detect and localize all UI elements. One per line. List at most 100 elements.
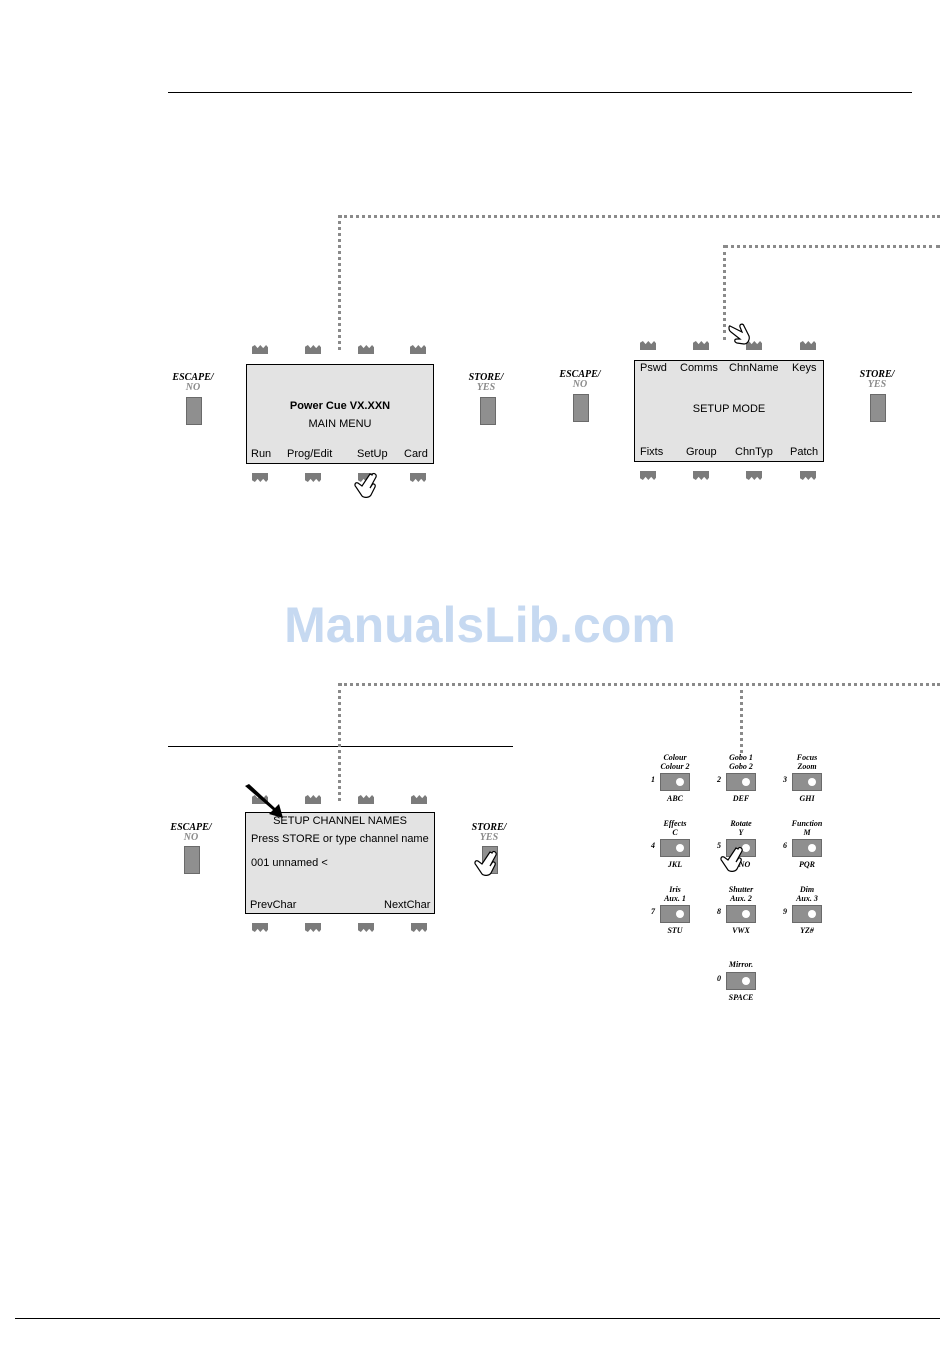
escape-label: ESCAPE/ NO — [161, 823, 221, 843]
keypad-key-9[interactable] — [792, 905, 822, 923]
top-softkey-comms[interactable] — [693, 341, 709, 350]
lcd-version: Power Cue VX.XXN — [289, 400, 391, 412]
key-4-letters: JKL — [667, 860, 683, 869]
store-label-sub: YES — [867, 379, 887, 390]
store-label-main: STORE/ — [468, 372, 504, 383]
softkey-label-setup: SetUp — [357, 448, 388, 460]
top-softkey-1[interactable] — [252, 345, 268, 354]
lcd-channel-names: SETUP CHANNEL NAMES Press STORE or type … — [245, 812, 435, 914]
key-indicator-icon — [808, 778, 816, 786]
key-6-function-line1: Function — [791, 819, 823, 828]
top-softkey-keys[interactable] — [800, 341, 816, 350]
key-7-letters: STU — [667, 926, 683, 935]
bottom-softkey-setup[interactable] — [358, 473, 374, 482]
store-label-main: STORE/ — [471, 822, 507, 833]
top-softkey-3[interactable] — [358, 795, 374, 804]
key-indicator-icon — [676, 778, 684, 786]
bottom-softkey-2[interactable] — [305, 923, 321, 932]
softkey-label-prevchar: PrevChar — [250, 899, 297, 911]
key-5-function-line2: Y — [738, 828, 744, 837]
keypad-key-4[interactable] — [660, 839, 690, 857]
key-3-letters: GHI — [799, 794, 815, 803]
softkey-label-group: Group — [686, 446, 717, 458]
key-4-function-line2: C — [672, 828, 678, 837]
store-button[interactable] — [480, 397, 496, 425]
key-3-number: 3 — [783, 775, 787, 784]
key-9-number: 9 — [783, 907, 787, 916]
top-softkey-2[interactable] — [305, 345, 321, 354]
bottom-softkey-3[interactable] — [358, 923, 374, 932]
key-1-letters: ABC — [666, 794, 683, 803]
keypad-key-1[interactable] — [660, 773, 690, 791]
key-9-function-line2: Aux. 3 — [796, 894, 818, 903]
bottom-softkey-run[interactable] — [252, 473, 268, 482]
lcd-main-menu-title: MAIN MENU — [308, 418, 372, 430]
bottom-softkey-prevchar[interactable] — [252, 923, 268, 932]
escape-label-sub: NO — [183, 832, 199, 843]
lcd-setup-mode-title: SETUP MODE — [692, 403, 766, 415]
lcd-channel-name-value: 001 unnamed < — [251, 857, 328, 869]
connector-mid-horizontal — [724, 245, 940, 248]
top-softkey-1[interactable] — [252, 795, 268, 804]
key-6-function-line2: M — [803, 828, 811, 837]
key-9-letters: YZ# — [800, 926, 814, 935]
connector-keypad-vertical — [740, 683, 743, 753]
bottom-softkey-prog-edit[interactable] — [305, 473, 321, 482]
softkey-label-card: Card — [404, 448, 428, 460]
escape-button[interactable] — [184, 846, 200, 874]
keypad-key-0[interactable] — [726, 972, 756, 990]
softkey-label-nextchar: NextChar — [384, 899, 431, 911]
store-label: STORE/ YES — [459, 823, 519, 843]
softkey-label-chntyp: ChnTyp — [735, 446, 773, 458]
bottom-rule — [15, 1318, 940, 1319]
softkey-label-comms: Comms — [680, 362, 718, 374]
key-5-letters: MNO — [731, 860, 751, 869]
key-8-number: 8 — [717, 907, 721, 916]
pointing-hand-icon — [354, 472, 377, 498]
keypad-key-6[interactable] — [792, 839, 822, 857]
pointing-hand-icon — [728, 323, 750, 345]
bottom-softkey-chntyp[interactable] — [746, 471, 762, 480]
keypad-key-2[interactable] — [726, 773, 756, 791]
softkey-label-run: Run — [251, 448, 272, 460]
key-8-letters: VWX — [732, 926, 750, 935]
top-softkey-3[interactable] — [358, 345, 374, 354]
top-softkey-chnname[interactable] — [746, 341, 762, 350]
key-5-number: 5 — [717, 841, 721, 850]
store-label-sub: YES — [476, 382, 496, 393]
bottom-softkey-card[interactable] — [410, 473, 426, 482]
softkey-label-pswd: Pswd — [640, 362, 667, 374]
connector-mid-vertical — [723, 245, 726, 340]
softkey-label-patch: Patch — [790, 446, 819, 458]
bottom-softkey-patch[interactable] — [800, 471, 816, 480]
key-indicator-icon — [742, 778, 750, 786]
keypad-key-7[interactable] — [660, 905, 690, 923]
key-0-letters: SPACE — [728, 993, 754, 1002]
key-4-function-line1: Effects — [663, 819, 687, 828]
top-softkey-pswd[interactable] — [640, 341, 656, 350]
bottom-softkey-fixts[interactable] — [640, 471, 656, 480]
escape-button[interactable] — [573, 394, 589, 422]
top-softkey-2[interactable] — [305, 795, 321, 804]
top-softkey-4[interactable] — [410, 345, 426, 354]
escape-button[interactable] — [186, 397, 202, 425]
store-button[interactable] — [870, 394, 886, 422]
top-rule — [168, 92, 912, 93]
keypad-key-3[interactable] — [792, 773, 822, 791]
key-7-function-line1: Iris — [669, 885, 681, 894]
key-0-function-label: Mirror. — [711, 960, 771, 969]
bottom-softkey-nextchar[interactable] — [411, 923, 427, 932]
keypad-key-8[interactable] — [726, 905, 756, 923]
top-softkey-4[interactable] — [411, 795, 427, 804]
bottom-softkey-group[interactable] — [693, 471, 709, 480]
pointing-hand-icon — [720, 846, 743, 872]
escape-label-main: ESCAPE/ — [172, 372, 214, 383]
